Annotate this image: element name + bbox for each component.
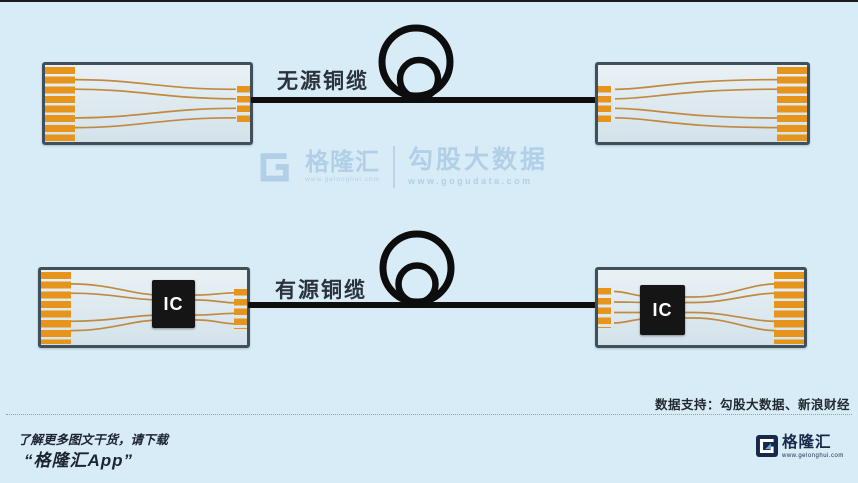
- connector-passive-left: [42, 62, 253, 145]
- watermark-brand-url: www.gelonghui.com: [305, 175, 380, 183]
- footer-logo-url: www.gelonghui.com: [782, 452, 844, 459]
- pin-strip-small: [234, 289, 247, 329]
- footer-divider-dotted: [6, 414, 852, 415]
- watermark-brand-block: 格隆汇 www.gelonghui.com: [305, 148, 380, 184]
- ic-chip: IC: [640, 285, 685, 335]
- watermark-divider: [393, 146, 395, 188]
- data-support-note: 数据支持：勾股大数据、新浪财经: [654, 398, 850, 412]
- watermark: 格隆汇 www.gelonghui.com 勾股大数据 www.gogudata…: [258, 146, 548, 188]
- watermark-product-url: www.gogudata.com: [408, 176, 533, 186]
- watermark-brand-name: 格隆汇: [305, 148, 380, 176]
- footer-promo-text: 了解更多图文干货，请下载: [18, 433, 169, 447]
- footer-logo: 格隆汇 www.gelonghui.com: [756, 435, 844, 459]
- gelonghui-logo-icon: [260, 153, 289, 182]
- connector-active-right: IC: [595, 267, 807, 348]
- connector-active-left: IC: [38, 267, 250, 348]
- wire-traces: [614, 78, 780, 129]
- watermark-product-name: 勾股大数据: [408, 146, 549, 174]
- wire-traces: [613, 283, 777, 332]
- cable-coil-icon: [378, 24, 454, 102]
- footer-app-name: “格隆汇App”: [24, 451, 134, 470]
- pin-strip-small: [598, 288, 611, 328]
- pin-strip-small: [237, 86, 250, 123]
- footer-logo-name: 格隆汇: [782, 434, 832, 451]
- wire-traces: [69, 283, 235, 332]
- connector-passive-right: [595, 62, 810, 145]
- cable-coil-icon: [379, 230, 455, 306]
- footer-logo-text-block: 格隆汇 www.gelonghui.com: [782, 435, 844, 459]
- pin-strip-large: [45, 66, 75, 141]
- gelonghui-logo-icon: [756, 435, 778, 457]
- top-border-line: [0, 0, 858, 2]
- pin-strip-large: [774, 271, 804, 344]
- passive-cable-label: 无源铜缆: [277, 70, 369, 93]
- pin-strip-large: [41, 271, 71, 344]
- pin-strip-large: [777, 66, 807, 141]
- pin-strip-small: [598, 86, 611, 123]
- wire-traces: [73, 78, 237, 129]
- watermark-product-block: 勾股大数据 www.gogudata.com: [408, 148, 548, 186]
- active-cable-label: 有源铜缆: [275, 279, 367, 302]
- ic-chip: IC: [152, 280, 195, 328]
